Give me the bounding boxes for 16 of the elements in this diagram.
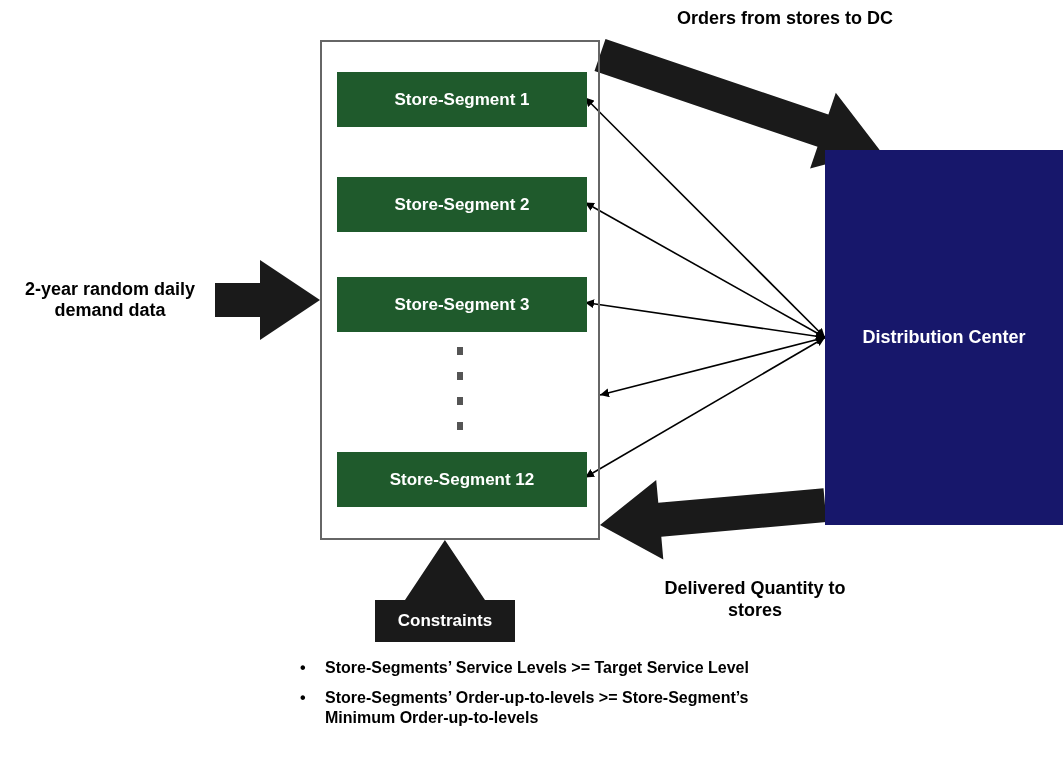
frame-box [320, 40, 600, 540]
block-arrow [215, 260, 320, 340]
input-text: 2-year random daily demand data [5, 270, 215, 330]
block-arrow [600, 479, 827, 560]
bullet-marker: • [300, 658, 306, 678]
constraints-box: Constraints [375, 600, 515, 642]
block-arrow [405, 540, 485, 601]
block-arrow [594, 38, 880, 169]
segment-box: Store-Segment 1 [337, 72, 587, 127]
segment-box: Store-Segment 2 [337, 177, 587, 232]
segment-box: Store-Segment 3 [337, 277, 587, 332]
distribution-center-box: Distribution Center [825, 150, 1063, 525]
segment-box: Store-Segment 12 [337, 452, 587, 507]
bullet-note: Store-Segments’ Order-up-to-levels >= Store-Segment’s Minimum Order-up-to-levels [325, 688, 750, 728]
bullet-note: Store-Segments’ Service Levels >= Target Service Level [325, 658, 750, 678]
bullet-marker: • [300, 688, 306, 708]
